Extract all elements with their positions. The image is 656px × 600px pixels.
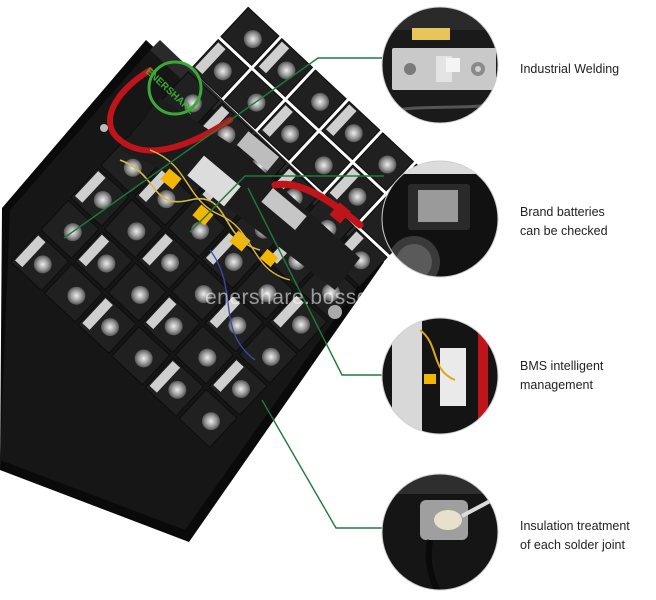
- callout-line-bms: [247, 187, 384, 376]
- cell-terminal: [164, 317, 183, 336]
- welded-busbar: [205, 233, 237, 265]
- cell-terminal: [198, 348, 217, 367]
- welded-busbar: [209, 296, 241, 329]
- caption-line: BMS intelligent: [520, 359, 604, 373]
- caption-line: Brand batteries: [520, 205, 605, 219]
- sense-wire: [209, 249, 256, 361]
- caption-line: Insulation treatment: [520, 519, 630, 533]
- cell-terminal: [378, 155, 397, 174]
- caption-insulation: Insulation treatment of each solder join…: [520, 517, 652, 555]
- cell-terminal: [134, 349, 153, 368]
- cell-terminal: [258, 284, 277, 303]
- busbar-plate: [261, 187, 307, 231]
- caption-line: management: [520, 378, 593, 392]
- detail-circle-insulation: [382, 474, 498, 590]
- cell-terminal: [161, 253, 180, 272]
- cell-terminal: [311, 92, 330, 111]
- cell-terminal: [33, 255, 52, 274]
- yellow-label: [229, 230, 251, 252]
- welded-busbar: [149, 360, 181, 393]
- cell-terminal: [277, 61, 296, 80]
- yellow-label: [160, 168, 182, 190]
- watermark: enershare.bossgoo: [205, 286, 394, 309]
- detail-circle-ring: [381, 473, 499, 591]
- caption-brand-batteries: Brand batteries can be checked: [520, 203, 652, 241]
- cell-terminal: [101, 318, 120, 337]
- welded-busbar: [145, 297, 177, 330]
- bolt: [328, 305, 342, 319]
- cell-terminal: [314, 156, 333, 175]
- sense-wire: [119, 159, 261, 251]
- detail-circle-welding: [382, 7, 498, 123]
- welded-busbar: [82, 298, 113, 330]
- bolt: [100, 124, 108, 132]
- caption-line: of each solder joint: [520, 538, 625, 552]
- cell-terminal: [243, 30, 262, 49]
- welded-busbar: [75, 171, 106, 203]
- welded-busbar: [78, 234, 110, 267]
- caption-line: can be checked: [520, 224, 608, 238]
- bms-compartment: [100, 67, 364, 361]
- callout-lines: [63, 57, 384, 529]
- yellow-label: [259, 248, 279, 268]
- caption-bms: BMS intelligent management: [520, 357, 652, 395]
- callout-line-batteries: [189, 175, 384, 233]
- welded-busbar: [273, 295, 304, 328]
- red-main-cable: [107, 67, 233, 154]
- detail-circle-ring: [381, 6, 499, 124]
- cell-terminal: [194, 285, 213, 304]
- callout-line-insulation: [261, 399, 384, 529]
- cell-terminal: [348, 187, 367, 206]
- sense-wire: [149, 149, 291, 281]
- busbar-plate: [236, 131, 280, 171]
- welded-busbar: [15, 235, 46, 268]
- cell-terminal: [201, 412, 220, 431]
- caption-line: Industrial Welding: [520, 62, 620, 76]
- welded-busbar: [262, 105, 293, 137]
- cell-terminal: [127, 222, 146, 241]
- welded-busbar: [142, 233, 173, 266]
- cell-terminal: [168, 380, 187, 399]
- welded-busbar: [195, 42, 226, 75]
- battery-case: ENERSHARE: [0, 6, 448, 542]
- cell-terminal: [261, 347, 280, 366]
- red-cable-right: [271, 180, 364, 229]
- cell-terminal: [224, 252, 243, 271]
- red-terminal: [329, 202, 351, 224]
- caption-industrial-welding: Industrial Welding: [520, 60, 652, 79]
- detail-circle-ring: [381, 160, 499, 278]
- cell-terminal: [131, 285, 150, 304]
- cell-terminal: [281, 124, 300, 143]
- detail-circle-bms: [382, 318, 498, 434]
- cell-terminal: [67, 286, 86, 305]
- cell-terminal: [213, 62, 232, 81]
- welded-busbar: [213, 360, 244, 392]
- cell-terminal: [97, 254, 116, 273]
- callout-line-welding: [63, 57, 384, 239]
- logo-ring: [147, 60, 203, 116]
- yellow-label: [192, 204, 214, 226]
- cell-terminal: [291, 315, 310, 334]
- cell-terminal: [93, 190, 112, 209]
- detail-circle-ring: [381, 317, 499, 435]
- cell-terminal: [344, 124, 363, 143]
- welded-busbar: [258, 41, 290, 74]
- welded-busbar: [325, 104, 357, 137]
- cell-terminal: [231, 380, 250, 399]
